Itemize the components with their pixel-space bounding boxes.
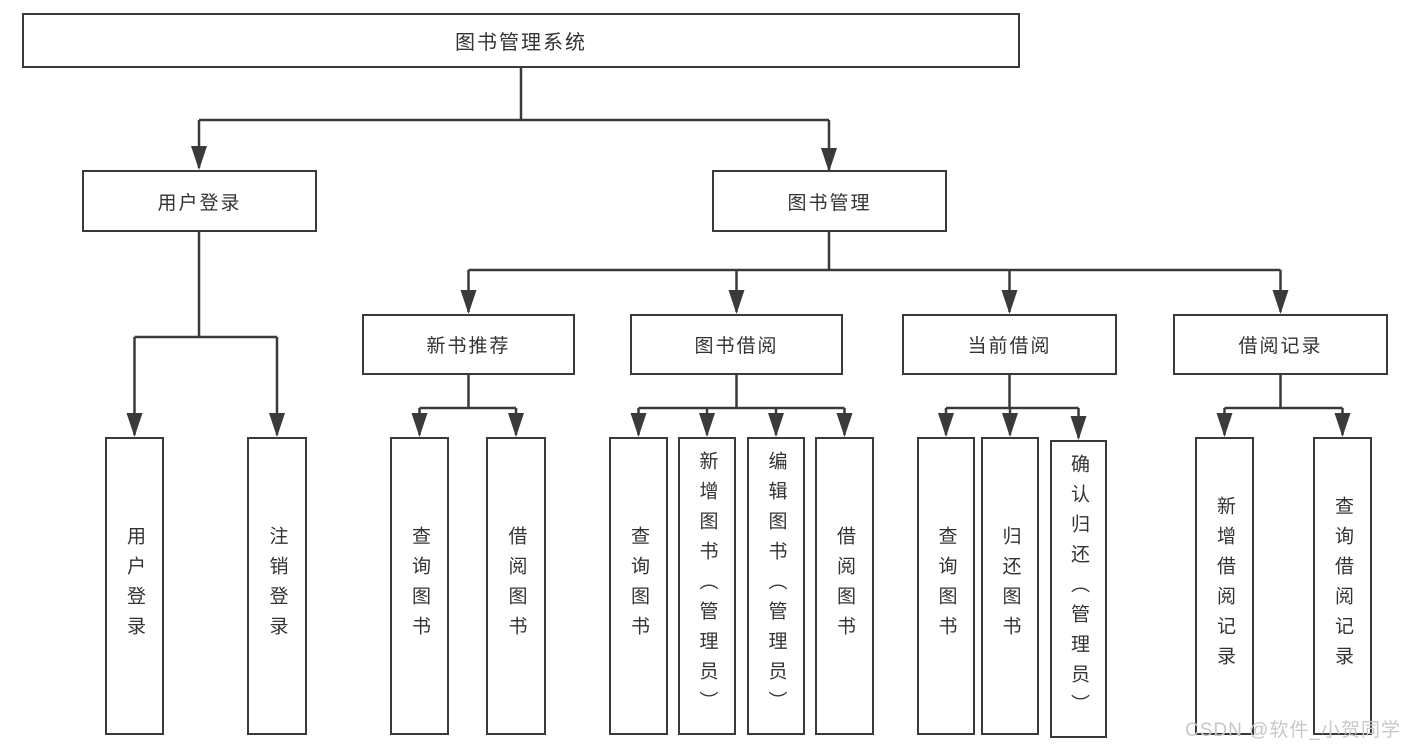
node-label: 借阅记录 xyxy=(1238,336,1323,357)
node-label: 新书推荐 xyxy=(426,336,511,357)
node-library-management-system: 图书管理系统 xyxy=(22,13,1020,68)
node-label: 图书借阅 xyxy=(694,336,779,357)
node-borrowing-records: 借阅记录 xyxy=(1173,314,1388,375)
node-label: 注销登录 xyxy=(266,526,288,646)
node-label: 图书管理系统 xyxy=(455,32,587,54)
node-book-borrowing: 图书借阅 xyxy=(630,314,843,375)
node-label: 用户登录 xyxy=(124,526,145,646)
node-user-login-action: 用户登录 xyxy=(105,437,164,735)
node-label: 新增图书（管理员） xyxy=(696,451,718,721)
node-query-books-borrowing: 查询图书 xyxy=(609,437,668,735)
node-new-book-recommendation: 新书推荐 xyxy=(362,314,575,375)
node-label: 当前借阅 xyxy=(967,336,1052,357)
node-label: 查询图书 xyxy=(628,526,649,646)
node-label: 查询图书 xyxy=(935,526,957,646)
node-label: 查询借阅记录 xyxy=(1332,496,1353,676)
node-label: 新增借阅记录 xyxy=(1214,496,1235,676)
tree-edges xyxy=(133,68,1344,438)
node-borrow-books-recommend: 借阅图书 xyxy=(486,437,546,735)
arrowheads xyxy=(126,146,1351,440)
node-current-borrowing: 当前借阅 xyxy=(902,314,1117,375)
node-query-borrow-record: 查询借阅记录 xyxy=(1313,437,1372,735)
node-label: 编辑图书（管理员） xyxy=(765,451,787,721)
node-user-login: 用户登录 xyxy=(82,170,317,232)
node-borrow-books-borrowing: 借阅图书 xyxy=(815,437,874,735)
node-add-borrow-record: 新增借阅记录 xyxy=(1195,437,1254,735)
node-label: 归还图书 xyxy=(999,526,1021,646)
node-edit-books-admin: 编辑图书（管理员） xyxy=(747,437,805,735)
node-return-books: 归还图书 xyxy=(981,437,1039,735)
node-book-management: 图书管理 xyxy=(712,170,947,232)
node-query-books-recommend: 查询图书 xyxy=(390,437,449,735)
node-label: 查询图书 xyxy=(409,526,430,646)
node-label: 借阅图书 xyxy=(834,526,855,646)
csdn-watermark: CSDN @软件_小贺同学 xyxy=(1185,720,1401,741)
node-label: 借阅图书 xyxy=(505,526,527,646)
node-add-books-admin: 新增图书（管理员） xyxy=(678,437,736,735)
node-logout-action: 注销登录 xyxy=(247,437,307,735)
node-confirm-return-admin: 确认归还（管理员） xyxy=(1050,440,1107,738)
node-query-books-current: 查询图书 xyxy=(917,437,975,735)
node-label: 图书管理 xyxy=(787,192,872,214)
node-label: 确认归还（管理员） xyxy=(1068,454,1089,724)
node-label: 用户登录 xyxy=(157,192,242,214)
